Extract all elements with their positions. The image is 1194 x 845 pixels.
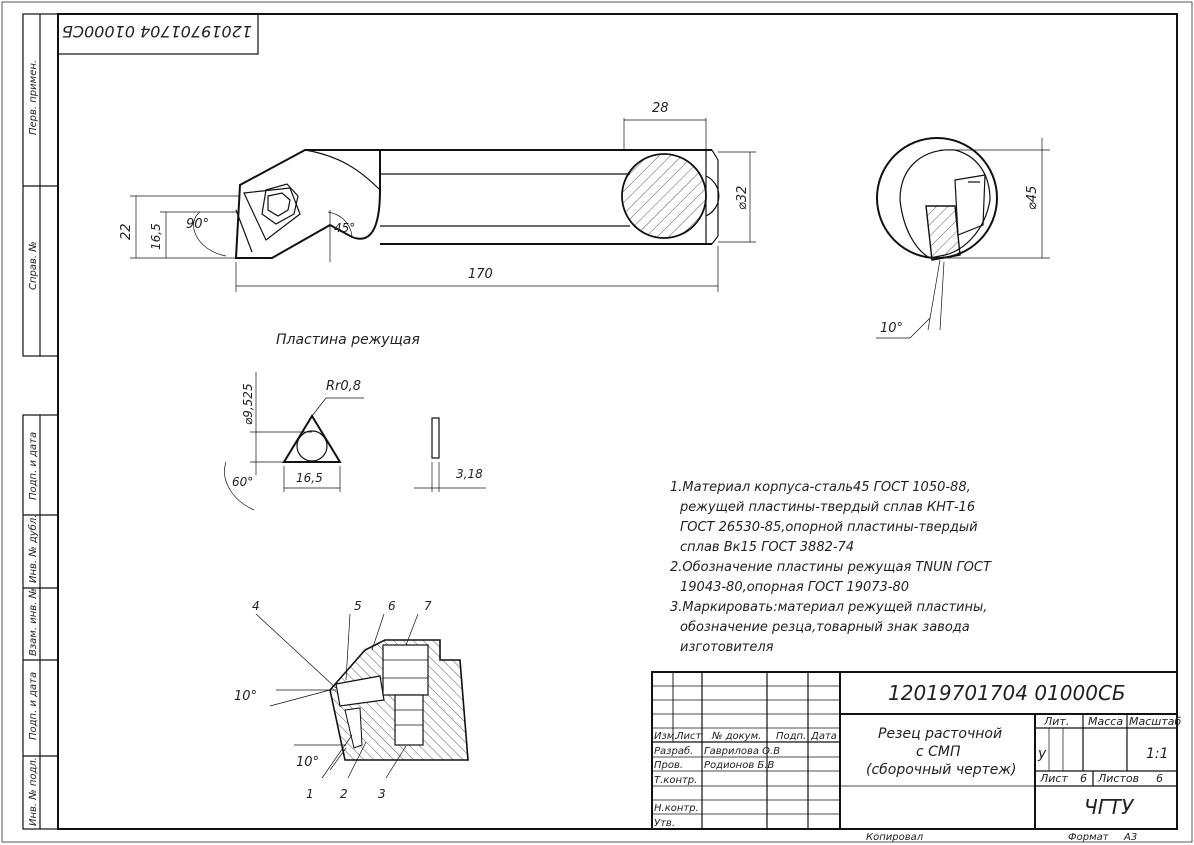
label-inv-dubl: Инв. № дубл. [27,515,39,583]
note-line-1: 1.Материал корпуса-сталь45 ГОСТ 1050-88, [670,480,971,495]
kopiroval: Копировал [866,832,924,843]
listov-value: 6 [1156,772,1163,785]
note-line-9: изготовителя [680,640,774,655]
name-line-2: с СМП [916,744,961,760]
note-line-2: режущей пластины-твердый сплав КНТ-16 [679,500,975,515]
angle-10-end: 10° [880,321,903,336]
dim-d32: ⌀32 [735,186,750,210]
format-label: Формат [1068,832,1110,843]
title-block: 12019701704 01000СБ Резец расточной с СМ… [651,671,1181,843]
radius-label: Rr0,8 [326,379,361,394]
col-data: Дата [810,731,837,742]
note-line-3: ГОСТ 26530-85,опорной пластины-твердый [680,520,978,535]
masshtab-header: Масштаб [1129,715,1181,728]
insert-detail: Пластина режущая ⌀9,525 Rr0,8 16,5 60° 3… [224,332,486,511]
col-doc: № докум. [711,731,761,742]
notes: 1.Материал корпуса-сталь45 ГОСТ 1050-88,… [670,480,992,655]
org-name: ЧГТУ [1084,795,1135,819]
note-line-5: 2.Обозначение пластины режущая TNUN ГОСТ [670,560,992,575]
side-labels: Перв. примен. Справ. № Подп. и дата Инв.… [27,22,252,826]
angle-60: 60° [232,475,253,489]
massa-header: Масса [1088,715,1123,728]
row-utv: Утв. [654,818,675,829]
angle-45: 45° [334,221,355,235]
format-value: А3 [1123,832,1137,843]
row-tkontr: Т.контр. [654,775,697,786]
list-label: Лист [1039,772,1068,785]
main-view: 28 ⌀32 170 22 16,5 90° 45° [119,101,756,292]
row-razrab: Разраб. [654,745,693,757]
dim-16-5: 16,5 [149,223,163,250]
dim-16-5-insert: 16,5 [296,471,323,485]
insert-title: Пластина режущая [276,332,420,348]
callout-5: 5 [354,599,362,613]
angle-90: 90° [186,217,209,232]
callout-4: 4 [252,599,260,613]
row-nkontr: Н.контр. [654,803,699,814]
name-line-1: Резец расточной [878,726,1002,742]
callout-1: 1 [306,787,314,801]
end-view: ⌀45 10° [876,137,1050,339]
dim-3-18: 3,18 [456,467,483,481]
lit-header: Лит. [1043,715,1069,728]
dim-170: 170 [468,267,493,282]
note-line-8: обозначение резца,товарный знак завода [680,620,970,635]
row-prov: Пров. [654,760,683,771]
doc-number: 12019701704 01000СБ [888,681,1126,705]
listov-label: Листов [1097,772,1139,785]
section-view: 4 5 6 7 1 2 3 10° 10° [234,599,469,801]
dim-d45: ⌀45 [1025,186,1040,210]
list-value: 6 [1080,772,1087,785]
dim-28: 28 [652,101,669,116]
label-podp-data-1: Подп. и дата [28,432,39,500]
label-perv-primen: Перв. примен. [28,60,39,135]
label-inv-podl: Инв. № подл. [28,757,39,826]
callout-6: 6 [388,599,396,613]
col-izm: Изм. [654,731,678,742]
lit-value: у [1037,746,1047,762]
label-vzam-inv: Взам. инв. № [28,588,39,656]
name-line-3: (сборочный чертеж) [866,762,1016,778]
angle-10-top: 10° [234,689,257,704]
angle-10-bottom: 10° [296,755,319,770]
masshtab-value: 1:1 [1146,746,1169,762]
razrab-name: Гаврилова О.В [704,746,780,757]
doc-code-rotated: 12019701704 01000СБ [62,22,252,41]
col-podp: Подп. [776,731,806,742]
dim-d9525: ⌀9,525 [241,383,255,425]
col-list: Лист [675,731,703,742]
note-line-6: 19043-80,опорная ГОСТ 19073-80 [680,580,909,595]
label-podp-data-2: Подп. и дата [28,672,39,740]
callout-3: 3 [378,787,386,801]
label-sprav: Справ. № [28,241,39,290]
prov-name: Родионов Б.В [704,760,774,771]
note-line-7: 3.Маркировать:материал режущей пластины, [670,600,987,615]
note-line-4: сплав Вк15 ГОСТ 3882-74 [680,540,854,555]
callout-7: 7 [424,599,432,613]
callout-2: 2 [340,787,348,801]
dim-22: 22 [119,223,134,240]
